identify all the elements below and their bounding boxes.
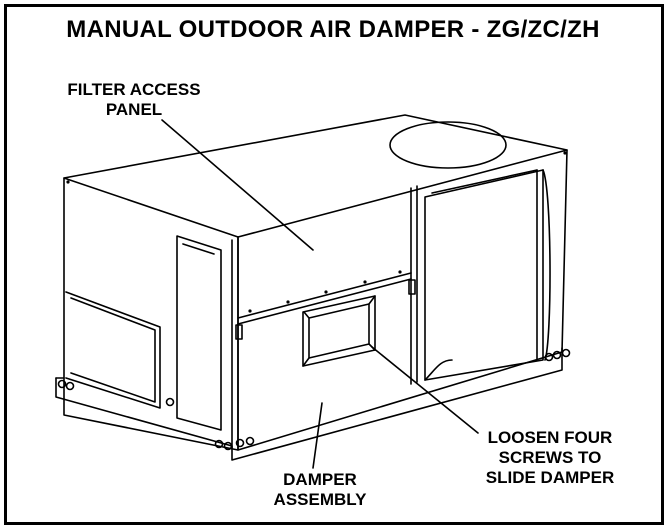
unit-left-face <box>63 177 239 451</box>
leader-damper-assembly <box>312 402 323 469</box>
right-latch <box>408 279 416 295</box>
callout-line: PANEL <box>105 100 163 119</box>
leader-loosen-screws <box>371 346 479 434</box>
damper-outer <box>302 295 376 367</box>
unit-front-face <box>237 149 568 451</box>
figure-frame <box>4 4 664 525</box>
callout-line: LOOSEN FOUR <box>487 428 613 447</box>
callout-line: DAMPER <box>283 470 357 489</box>
left-latch <box>235 324 243 340</box>
figure-title: MANUAL OUTDOOR AIR DAMPER - ZG/ZC/ZH <box>66 16 600 43</box>
unit-top-face <box>63 114 568 238</box>
panel-screws <box>66 151 567 313</box>
callout-loosen-screws: LOOSEN FOUR SCREWS TO SLIDE DAMPER <box>455 428 645 488</box>
condenser-section <box>424 169 544 381</box>
filter-panel-edge <box>237 272 412 319</box>
top-vent-circle <box>389 121 507 169</box>
base-rail <box>55 347 563 461</box>
callout-line: FILTER ACCESS <box>67 80 201 99</box>
callout-filter-access-panel: FILTER ACCESS PANEL <box>44 80 224 120</box>
callout-line: SLIDE DAMPER <box>485 468 615 487</box>
callout-damper-assembly: DAMPER ASSEMBLY <box>240 470 400 510</box>
left-door-panel <box>176 235 222 431</box>
left-louver-panel <box>65 291 161 409</box>
leader-filter-panel <box>161 119 314 251</box>
callout-line: SCREWS TO <box>498 448 602 467</box>
lifting-holes <box>57 348 571 451</box>
damper-inner <box>308 303 370 359</box>
callout-line: ASSEMBLY <box>273 490 367 509</box>
